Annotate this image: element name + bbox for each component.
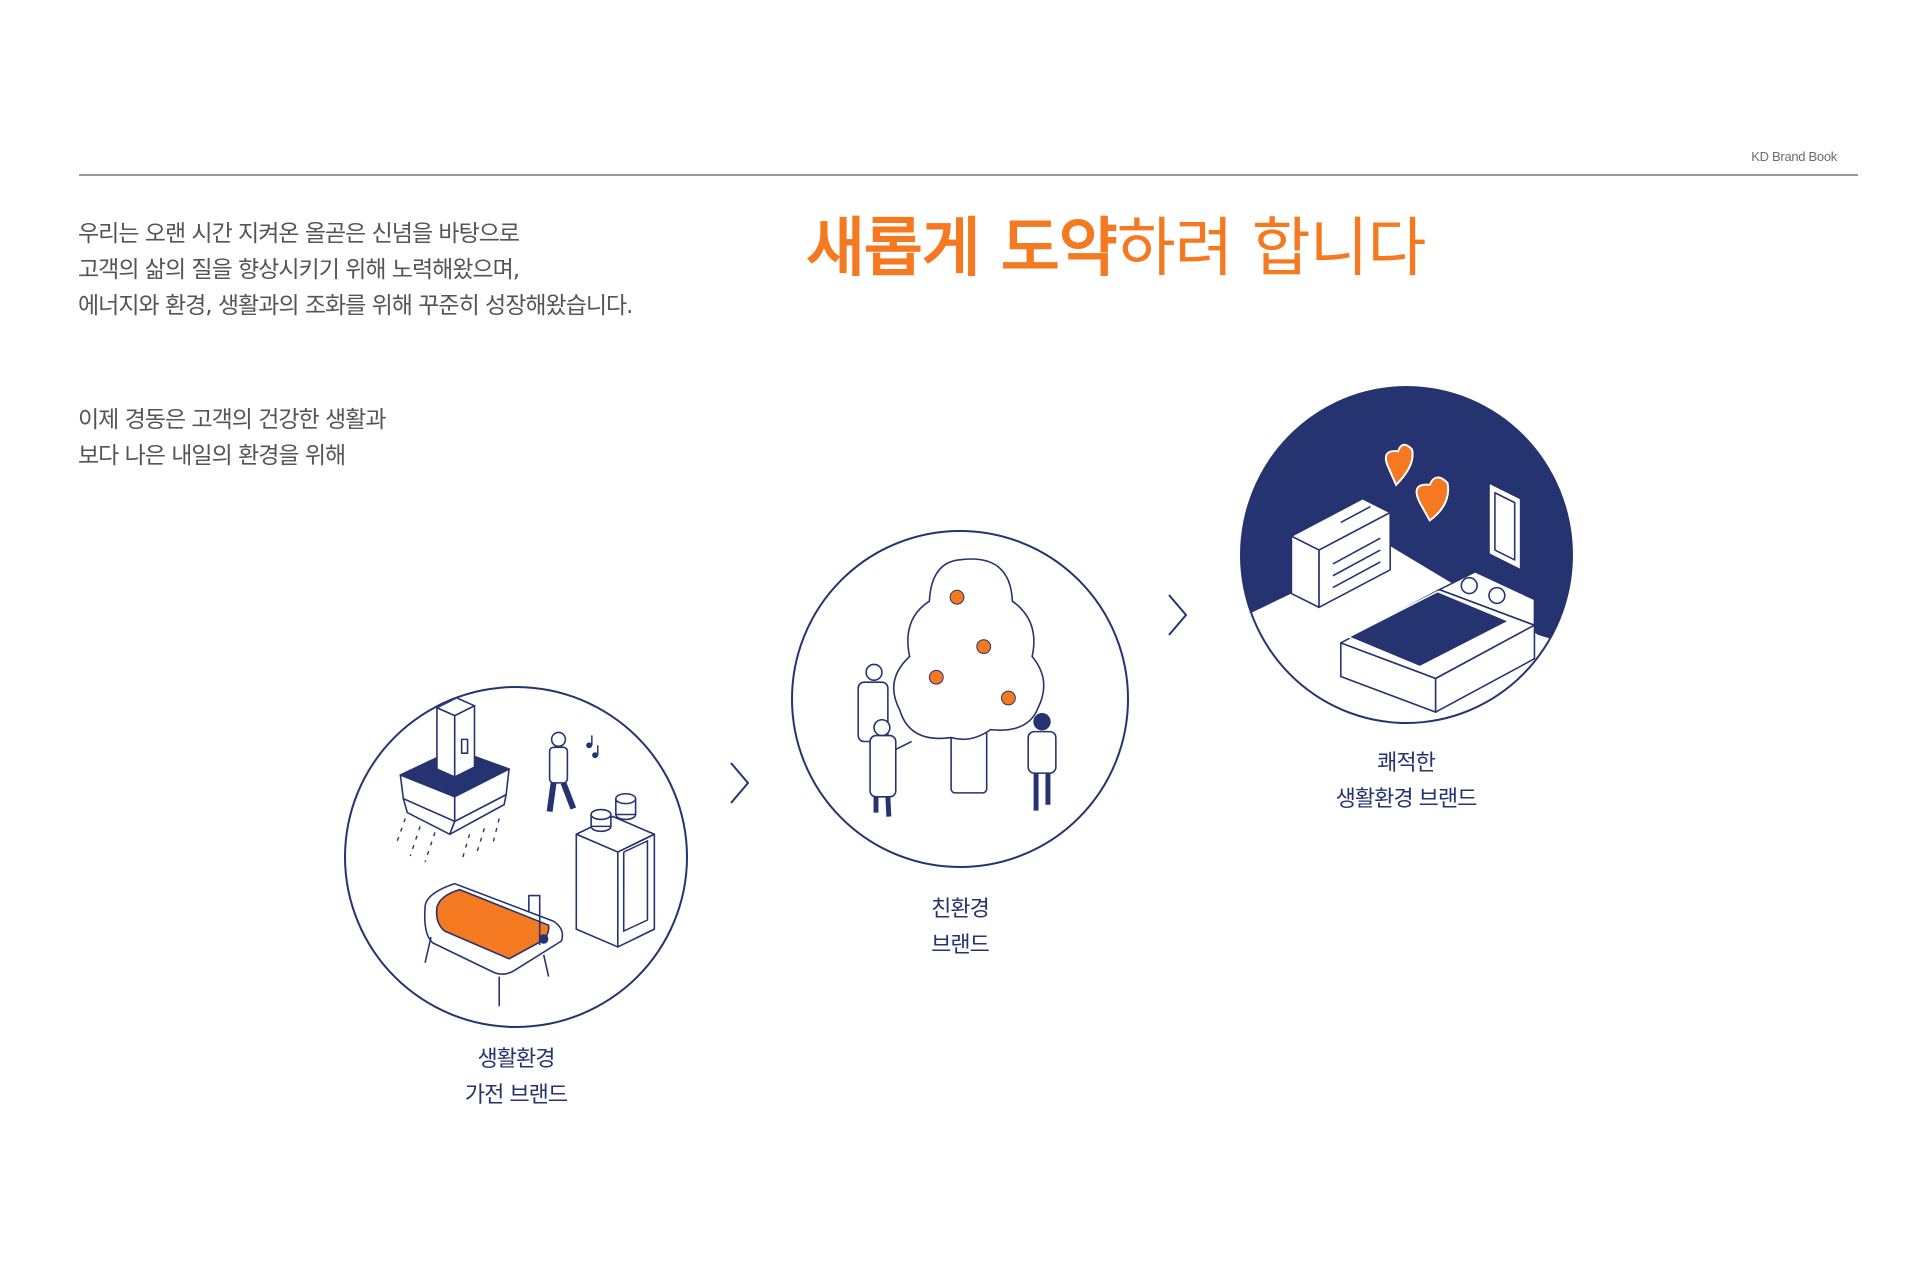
intro-line: 우리는 오랜 시간 지켜온 올곧은 신념을 바탕으로	[78, 221, 520, 247]
comfortable-bedroom-illustration	[1240, 386, 1573, 724]
headline-rest: 하려 합니다	[1116, 212, 1427, 286]
intro-line: 이제 경동은 고객의 건강한 생활과	[78, 407, 386, 433]
intro-line: 고객의 삶의 질을 향상시키기 위해 노력해왔으며,	[78, 257, 520, 283]
step-caption-eco: 친환경 브랜드	[860, 892, 1060, 964]
caption-line: 생활환경	[477, 1047, 556, 1072]
bedroom-icon	[1242, 443, 1571, 722]
eco-tree-illustration	[791, 530, 1129, 868]
tree-icon	[857, 558, 1057, 817]
headline-emphasis: 새롭게 도약	[806, 212, 1118, 286]
chevron-right-icon	[730, 762, 750, 804]
page-headline: 새롭게 도약하려 합니다	[806, 207, 1427, 291]
home-appliances-illustration	[344, 686, 688, 1028]
intro-line: 에너지와 환경, 생활과의 조화를 위해 꾸준히 성장해왔습니다.	[78, 293, 633, 319]
intro-line: 보다 나은 내일의 환경을 위해	[78, 443, 346, 469]
step-caption-appliances: 생활환경 가전 브랜드	[416, 1042, 616, 1114]
appliances-icon	[394, 697, 656, 1007]
brand-book-label: KD Brand Book	[1751, 149, 1837, 164]
caption-line: 쾌적한	[1377, 751, 1436, 776]
caption-line: 생활환경 브랜드	[1335, 787, 1478, 812]
intro-text: 우리는 오랜 시간 지켜온 올곧은 신념을 바탕으로 고객의 삶의 질을 향상시…	[78, 216, 633, 474]
chevron-right-icon	[1168, 594, 1188, 636]
step-caption-comfort: 쾌적한 생활환경 브랜드	[1306, 746, 1506, 818]
caption-line: 가전 브랜드	[464, 1083, 568, 1108]
caption-line: 친환경	[931, 897, 990, 922]
caption-line: 브랜드	[931, 933, 990, 958]
header-divider	[79, 174, 1858, 176]
